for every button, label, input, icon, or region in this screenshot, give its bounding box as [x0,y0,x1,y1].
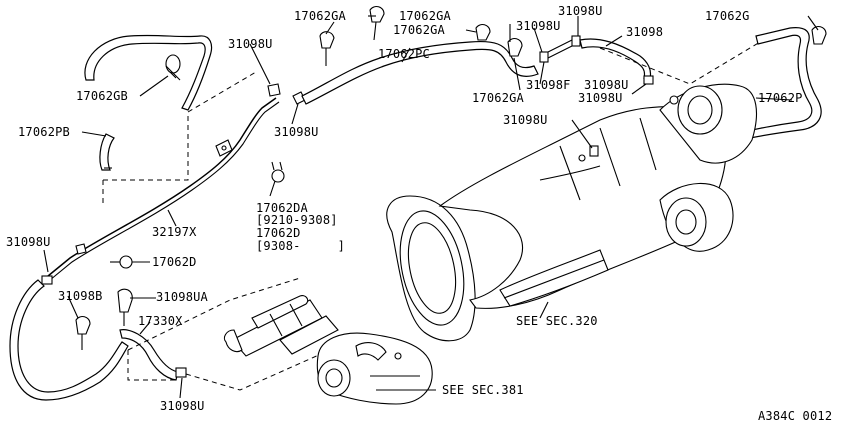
label-31098B: 31098B [58,289,103,303]
differential [316,332,433,405]
bolt-17062D [110,255,133,269]
label-17330X: 17330X [138,314,183,328]
label-17062GA-d: 17062GA [472,91,524,105]
label-17062GA-c: 17062GA [393,23,445,37]
label-31098U-top: 31098U [228,37,273,51]
label-31098U-tr: 31098U [558,4,603,18]
label-31098U-left: 31098U [6,235,51,249]
transmission [386,83,757,342]
hose-17062PC [301,40,539,105]
clip-31098U-trans [589,145,599,157]
clip-31098U-bottom [175,367,187,378]
label-31098: 31098 [626,25,664,39]
clip-17062GA-a [319,31,335,66]
label-9210-9308: [9210-9308] [256,213,338,227]
hose-17062GB [84,34,213,111]
label-17062GB: 17062GB [76,89,128,103]
label-31098U-a: 31098U [516,19,561,33]
pipe-bracket [215,139,233,157]
hose-31098 [579,38,652,79]
label-9308: [9308- ] [256,239,346,253]
clip-31098B [75,315,91,350]
label-31098UA: 31098UA [156,290,208,304]
hose-17062PB [99,133,115,171]
clip-31098U-a [539,51,549,63]
clip-17062GA-b [369,5,385,41]
label-see-sec-381: SEE SEC.381 [442,383,524,397]
label-31098U-bottom: 31098U [160,399,205,413]
leader-dashed-lower-2 [185,349,331,391]
clip-31098U-left [41,275,53,285]
label-17062PC: 17062PC [378,47,430,61]
leader-dashed-box-upper [102,71,257,205]
pipe-32197X [47,97,280,281]
label-32197X: 32197X [152,225,197,239]
bolt-17062DA [271,161,285,183]
clip-17062G [811,25,827,45]
label-17062D-a: 17062D [256,226,301,240]
label-17062GA-a: 17062GA [294,9,346,23]
label-31098U-c: 31098U [578,91,623,105]
label-17062D-b: 17062D [152,255,197,269]
figure-code: A384C 0012 [758,409,833,423]
label-31098U-mid: 31098U [274,125,319,139]
label-31098U-b: 31098U [584,78,629,92]
leader-dashed-box-lower [127,277,301,381]
label-31098F: 31098F [526,78,571,92]
clip-31098UA [117,288,133,326]
bracket-small [75,243,87,255]
clip-17062GB [165,54,181,81]
label-17062G: 17062G [705,9,750,23]
hose-17330X [119,329,179,381]
pipe-31098F [547,39,573,59]
label-17062P: 17062P [758,91,803,105]
propeller-shaft [223,295,339,357]
clip-31098U-b [571,35,581,47]
clip-31098U-top [267,83,281,97]
label-17062PB: 17062PB [18,125,70,139]
label-see-sec-320: SEE SEC.320 [516,314,598,328]
clip-17062GA-c [475,23,491,41]
label-31098U-trans: 31098U [503,113,548,127]
clip-31098U-c [643,75,654,85]
label-17062GA-b: 17062GA [399,9,451,23]
label-17062DA: 17062DA [256,201,308,215]
hose-lower-left [9,279,129,401]
